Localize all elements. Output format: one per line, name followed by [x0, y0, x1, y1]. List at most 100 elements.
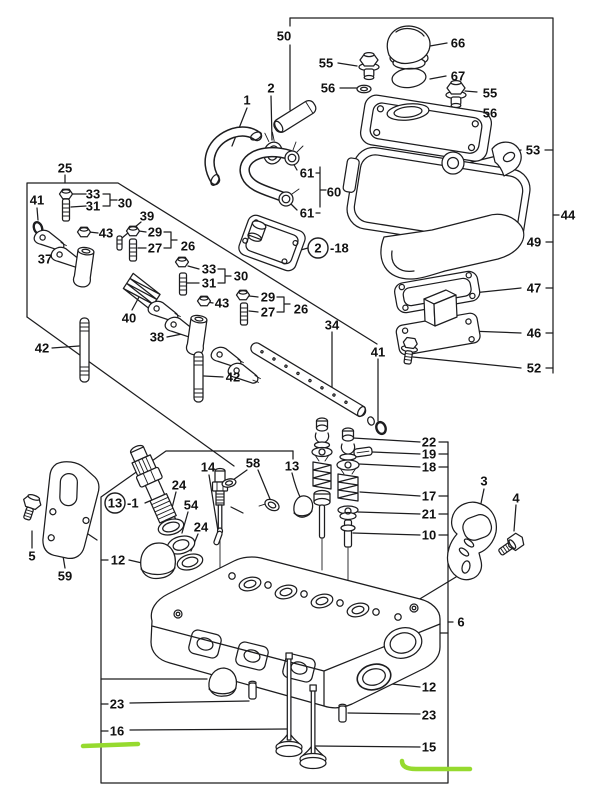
svg-text:31: 31	[86, 199, 100, 214]
svg-text:10: 10	[422, 528, 436, 543]
highlight-right	[399, 758, 473, 772]
callout-29: 29	[261, 290, 275, 305]
part-61-clamp	[284, 141, 304, 166]
part-58-connector-clip	[258, 498, 280, 512]
part-66-filler-cap	[386, 25, 431, 70]
part-31-stud	[61, 198, 71, 222]
callout-43: 43	[99, 226, 113, 241]
svg-text:6: 6	[457, 615, 464, 630]
part-24-washer	[157, 518, 185, 536]
callout-34: 34	[325, 318, 340, 333]
svg-text:42: 42	[226, 370, 240, 385]
callout-58: 58	[246, 456, 260, 471]
callout-22: 22	[422, 435, 436, 450]
svg-text:12: 12	[422, 680, 436, 695]
group-brackets	[26, 17, 554, 784]
svg-text:56: 56	[321, 81, 335, 96]
part-19-collet-clip	[353, 446, 373, 458]
callout-1: 1	[243, 93, 250, 108]
part-22-valve-cap	[341, 427, 355, 442]
part-38-rocker-support	[184, 313, 209, 357]
svg-text:52: 52	[527, 361, 541, 376]
callout-5: 5	[28, 549, 35, 564]
svg-text:13: 13	[285, 459, 299, 474]
svg-text:55: 55	[319, 56, 333, 71]
svg-text:50: 50	[277, 29, 291, 44]
svg-text:53: 53	[526, 143, 540, 158]
callout-24: 24	[194, 520, 209, 535]
callout-44: 44	[561, 208, 576, 223]
svg-text:59: 59	[58, 569, 72, 584]
svg-text:39: 39	[140, 209, 154, 224]
part-29-nut	[235, 289, 251, 301]
part-33-nut	[58, 188, 74, 200]
part-24-washer	[176, 553, 204, 571]
callout-14: 14	[201, 460, 216, 475]
svg-text:26: 26	[294, 302, 308, 317]
part-50-breather-pipe	[273, 99, 317, 133]
callout-49: 49	[527, 235, 541, 250]
svg-text:61: 61	[300, 166, 314, 181]
callout-29: 29	[148, 225, 162, 240]
svg-text:42: 42	[35, 341, 49, 356]
part-60-breather-hose	[239, 146, 296, 203]
svg-text:3: 3	[480, 474, 487, 489]
callout-16: 16	[110, 724, 124, 739]
part-21-spring-seat	[337, 505, 359, 521]
svg-text:40: 40	[122, 311, 136, 326]
callout-56: 56	[483, 106, 497, 121]
part-4-bolt	[498, 532, 525, 556]
svg-text:56: 56	[483, 106, 497, 121]
callout-38: 38	[150, 330, 164, 345]
callout-60: 60	[327, 185, 341, 200]
part-10-valve-guide	[318, 504, 326, 539]
callout-21: 21	[422, 507, 436, 522]
svg-text:27: 27	[261, 305, 275, 320]
svg-text:34: 34	[325, 318, 340, 333]
svg-text:22: 22	[422, 435, 436, 450]
svg-text:30: 30	[118, 196, 132, 211]
callout-40: 40	[122, 311, 136, 326]
svg-text:66: 66	[451, 36, 465, 51]
callout-15: 15	[422, 740, 436, 755]
part-52-bolt	[400, 336, 419, 365]
part-1-hose	[204, 126, 263, 186]
callout-42: 42	[226, 370, 240, 385]
part-67-cap-gasket	[391, 67, 427, 89]
callout-17: 17	[422, 489, 436, 504]
callout-23: 23	[422, 708, 436, 723]
part-16-intake-valve	[275, 652, 303, 758]
part-27-stud	[239, 302, 249, 326]
callout-23: 23	[110, 697, 124, 712]
svg-text:-18: -18	[330, 241, 349, 256]
svg-text:33: 33	[86, 187, 100, 202]
part-56-washer	[356, 84, 372, 94]
svg-text:67: 67	[451, 69, 465, 84]
callout-13: 13	[285, 459, 299, 474]
callout-26: 26	[294, 302, 308, 317]
svg-text:29: 29	[148, 225, 162, 240]
part-17-spring	[337, 473, 359, 502]
part-22-valve-cap	[315, 417, 329, 432]
callout-33: 33	[86, 187, 100, 202]
callout-13-1: 13-1	[104, 492, 139, 514]
part-42-stud	[79, 317, 90, 383]
part-58-terminal-washer	[221, 478, 237, 488]
svg-text:24: 24	[194, 520, 209, 535]
part-41-o-ring	[375, 420, 387, 436]
callout-31: 31	[86, 199, 100, 214]
highlight-marks	[80, 741, 473, 772]
svg-text:44: 44	[561, 208, 576, 223]
callout-25: 25	[58, 161, 72, 176]
svg-text:54: 54	[184, 498, 199, 513]
callout-19: 19	[422, 447, 436, 462]
part-55-bolt	[445, 79, 467, 109]
svg-text:41: 41	[30, 193, 44, 208]
callout-18: 18	[422, 460, 436, 475]
callout-41: 41	[30, 193, 44, 208]
svg-text:14: 14	[201, 460, 216, 475]
callout-37: 37	[38, 252, 52, 267]
callout-53: 53	[526, 143, 540, 158]
part-37-rocker-support	[71, 245, 96, 289]
